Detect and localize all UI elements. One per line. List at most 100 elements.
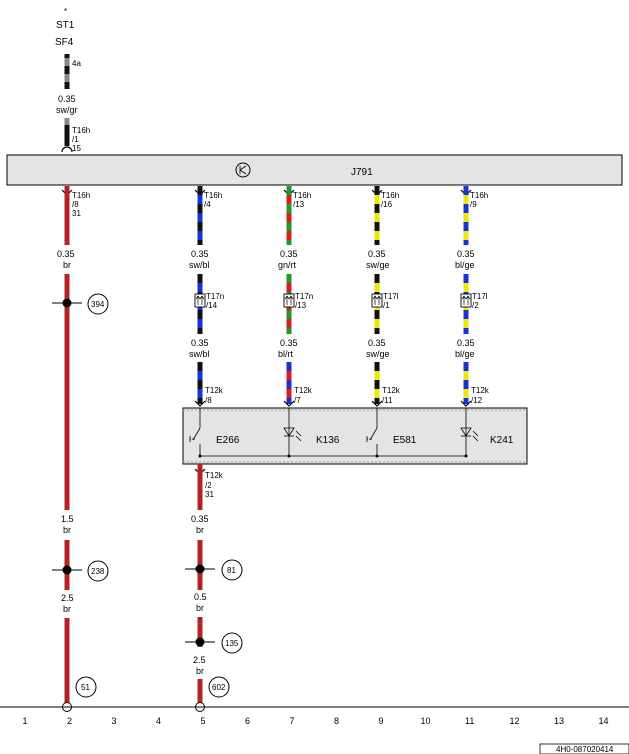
svg-text:2.5: 2.5	[193, 655, 206, 665]
mid-pin: /14	[206, 301, 218, 310]
source-conn-pin: /1	[72, 135, 79, 144]
signal-wire-lower	[463, 380, 469, 389]
svg-text:602: 602	[212, 683, 226, 692]
signal-wire-upper	[374, 186, 380, 195]
pin-top-conn: T16h	[204, 191, 222, 200]
signal-wire-mid	[286, 319, 292, 328]
signal-wire-mid	[197, 310, 203, 319]
wire-gauge: 0.35	[191, 249, 209, 259]
signal-wire-mid	[374, 310, 380, 319]
wire-gauge: 0.35	[191, 338, 209, 348]
bottom-conn: T12k	[471, 386, 490, 395]
svg-text:51: 51	[81, 683, 90, 692]
mid-conn: T17n	[206, 292, 224, 301]
fuse-body	[64, 54, 70, 89]
pin-arrow-icon	[61, 146, 73, 153]
grid-number: 9	[379, 716, 384, 726]
signal-wire-lower	[374, 398, 380, 404]
wire-gauge: 0.35	[280, 249, 298, 259]
ground-junction	[195, 564, 205, 574]
fuse-label: 4a	[72, 59, 81, 68]
signal-wire-lower	[286, 362, 292, 371]
signal-wire-mid	[374, 319, 380, 328]
signal-wire-mid	[197, 328, 203, 334]
pin-arrow-icon	[194, 400, 206, 407]
signal-wire-lower	[374, 371, 380, 380]
grid-number: 5	[201, 716, 206, 726]
signal-wire-lower	[374, 380, 380, 389]
wire-color: bl/rt	[278, 349, 294, 359]
pin-arrow-icon	[460, 400, 472, 407]
ref-circle-394	[87, 293, 109, 315]
signal-wire-lower	[286, 389, 292, 398]
signal-wire-upper	[197, 186, 203, 195]
bottom-conn: T12k	[382, 386, 401, 395]
signal-wire-upper	[286, 231, 292, 240]
ref-circle-81	[221, 559, 243, 581]
wire-br-2	[64, 274, 70, 510]
svg-text:238: 238	[91, 567, 105, 576]
signal-wire-mid	[463, 328, 469, 334]
ref-circle-135	[221, 632, 243, 654]
wire-color: sw/bl	[189, 349, 210, 359]
wire-br-3	[64, 540, 70, 590]
grid-number: 3	[112, 716, 117, 726]
signal-wire-upper	[463, 222, 469, 231]
mid-conn: T17l	[472, 292, 488, 301]
connector-arrow-icon	[372, 295, 382, 305]
svg-text:81: 81	[227, 566, 236, 575]
grid-number: 10	[421, 716, 431, 726]
signal-wire-upper	[197, 204, 203, 213]
mid-pin: /2	[472, 301, 479, 310]
wire-gauge: 0.35	[457, 249, 475, 259]
connector-arrow-icon	[195, 295, 205, 305]
wire-br-8	[197, 679, 203, 706]
signal-wire-upper	[463, 231, 469, 240]
signal-wire-lower	[374, 389, 380, 398]
signal-wire-upper	[286, 195, 292, 204]
connector-arrow-icon	[284, 295, 294, 305]
signal-wire-upper	[197, 222, 203, 231]
signal-wire-upper	[463, 186, 469, 195]
led-k241-icon	[460, 408, 479, 458]
wire-color: sw/ge	[366, 260, 390, 270]
signal-wire-mid	[197, 283, 203, 292]
signal-wire-upper	[374, 195, 380, 204]
source-star: *	[64, 7, 67, 16]
wire-sw-gr	[64, 118, 70, 146]
signal-wire-upper	[374, 240, 380, 245]
signal-wire-lower	[197, 389, 203, 398]
wire-br-4	[64, 618, 70, 706]
svg-text:br: br	[196, 666, 204, 676]
svg-text:/8: /8	[72, 200, 79, 209]
signal-wire-lower	[463, 389, 469, 398]
svg-text:135: 135	[225, 639, 239, 648]
signal-wire-upper	[197, 231, 203, 240]
wire-gauge: 0.35	[280, 338, 298, 348]
source-conn-term: 15	[72, 144, 81, 153]
signal-wire-upper	[197, 213, 203, 222]
signal-wire-mid	[286, 283, 292, 292]
wire-br-1	[64, 186, 70, 245]
svg-text:br: br	[196, 525, 204, 535]
signal-wire-upper	[374, 231, 380, 240]
ground-junction	[195, 637, 205, 647]
svg-text:394: 394	[91, 300, 105, 309]
control-unit-box	[6, 154, 623, 186]
ground-junction	[62, 565, 72, 575]
grid-number: 11	[465, 716, 474, 726]
pin-arrow-icon	[371, 400, 383, 407]
wire-color: sw/bl	[189, 260, 210, 270]
svg-text:br: br	[63, 525, 71, 535]
signal-wire-lower	[286, 398, 292, 404]
svg-text:0.5: 0.5	[194, 592, 207, 602]
signal-wire-mid	[374, 274, 380, 283]
wire-color: bl/ge	[455, 349, 475, 359]
bottom-conn: T12k	[294, 386, 313, 395]
svg-text:br: br	[196, 603, 204, 613]
signal-wire-upper	[286, 204, 292, 213]
grid-number: 2	[67, 716, 72, 726]
pin-top-num: /16	[381, 200, 393, 209]
